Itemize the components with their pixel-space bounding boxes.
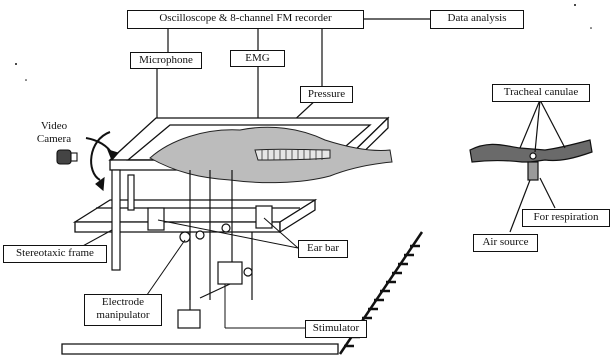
manipulator-block-lower	[178, 310, 200, 328]
emg-box: EMG	[230, 50, 285, 67]
video-camera-label-line2: Camera	[28, 133, 80, 146]
floor-base	[62, 344, 338, 354]
stereotaxic-frame-box: Stereotaxic frame	[3, 245, 107, 263]
electrode-manipulator-line1: Electrode	[89, 296, 157, 309]
recorder-box: Oscilloscope & 8-channel FM recorder	[127, 10, 364, 29]
ear-bar-holder-right	[256, 206, 272, 228]
video-camera-label-line1: Video	[28, 120, 80, 133]
tracheal-canulae-box: Tracheal canulae	[492, 84, 590, 102]
manipulator-block-upper	[218, 262, 242, 284]
electrode-manipulator-box: Electrode manipulator	[84, 294, 162, 326]
data-analysis-box: Data analysis	[430, 10, 524, 29]
frame-post-left-back	[128, 175, 134, 210]
stimulator-box: Stimulator	[305, 320, 367, 338]
for-respiration-box: For respiration	[522, 209, 610, 227]
frame-post-left	[112, 170, 120, 270]
electrode-manipulator-line2: manipulator	[89, 309, 157, 322]
microphone-box: Microphone	[130, 52, 202, 69]
ear-bar-holder-left	[148, 208, 164, 230]
video-camera-label: Video Camera	[28, 120, 80, 145]
air-source-box: Air source	[473, 234, 538, 252]
pressure-box: Pressure	[300, 86, 353, 103]
ear-bar-box: Ear bar	[298, 240, 348, 258]
